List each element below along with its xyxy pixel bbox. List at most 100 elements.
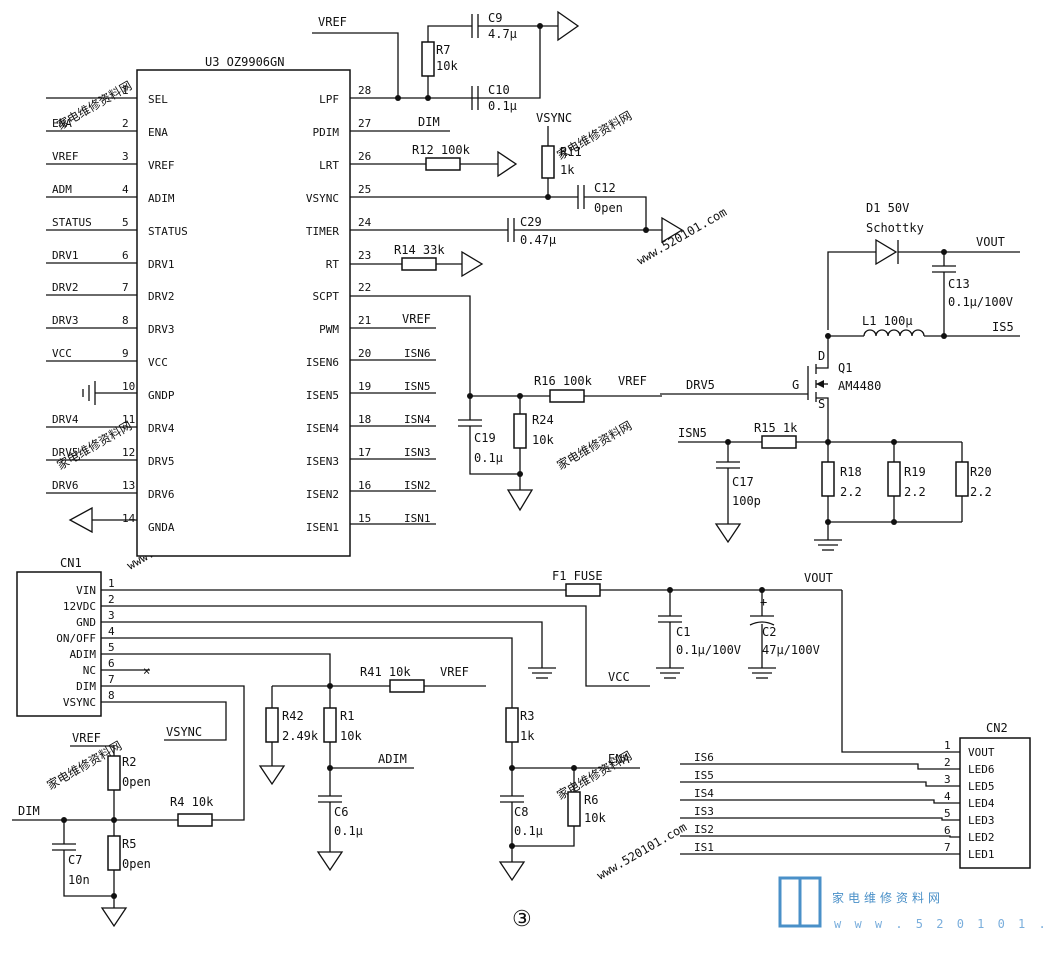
ic-pin-number: 13 (122, 479, 135, 492)
svg-text:1k: 1k (520, 729, 535, 743)
cn2-pin-name: LED3 (968, 814, 995, 827)
cn2-pin-number: 4 (944, 790, 951, 803)
r18-resistor (821, 461, 835, 497)
svg-text:R14 33k: R14 33k (394, 243, 445, 257)
cn1-pin-name: NC (83, 664, 96, 677)
svg-text:0.1μ/100V: 0.1μ/100V (676, 643, 741, 657)
ic-pin-number: 12 (122, 446, 135, 459)
cn2-wire (680, 781, 960, 787)
svg-text:47μ/100V: 47μ/100V (762, 643, 820, 657)
svg-text:R3: R3 (520, 709, 534, 723)
ic-pin-number: 14 (122, 512, 136, 525)
cn2-net-label: IS5 (694, 769, 714, 782)
ic-pin-name: PWM (319, 323, 339, 336)
ic-pin-name: DRV6 (148, 488, 175, 501)
ic-pin-name: VCC (148, 356, 168, 369)
ic-pin-number: 20 (358, 347, 371, 360)
svg-text:Schottky: Schottky (866, 221, 924, 235)
cn2-pin-number: 7 (944, 841, 951, 854)
ic-pin-number: 25 (358, 183, 371, 196)
ic-pin-net: DRV2 (52, 281, 79, 294)
ic-pin-number: 22 (358, 281, 371, 294)
svg-text:2.2: 2.2 (840, 485, 862, 499)
ic-pin-name: ISEN3 (306, 455, 339, 468)
svg-text:0.1μ/100V: 0.1μ/100V (948, 295, 1013, 309)
ic-pin-number: 1 (122, 84, 129, 97)
svg-text:C12: C12 (594, 181, 616, 195)
svg-text:R11: R11 (560, 145, 582, 159)
svg-text:C29: C29 (520, 215, 542, 229)
ground-arrow-icon (506, 489, 534, 512)
ic-pin-name: VREF (148, 159, 175, 172)
r6-resistor (567, 791, 581, 827)
svg-text:2.49k: 2.49k (282, 729, 319, 743)
ic-pin-number: 4 (122, 183, 129, 196)
earth-icon (656, 667, 684, 679)
cn2-pin-name: LED1 (968, 848, 995, 861)
cn1-pin-number: 5 (108, 641, 115, 654)
ic-pin-net: ADM (52, 183, 72, 196)
svg-text:C6: C6 (334, 805, 348, 819)
svg-text:R15 1k: R15 1k (754, 421, 798, 435)
svg-text:DRV5: DRV5 (686, 378, 715, 392)
ic-pin-number: 15 (358, 512, 371, 525)
cn2-pin-number: 5 (944, 807, 951, 820)
ic-body (136, 69, 351, 557)
cn2-wire (680, 835, 960, 838)
svg-text:0.1μ: 0.1μ (488, 99, 517, 113)
cn2-pin-name: VOUT (968, 746, 995, 759)
cn2-net-label: IS2 (694, 823, 714, 836)
r15-resistor (761, 435, 797, 449)
ic-pin-number: 11 (122, 413, 135, 426)
ic-pin-name: STATUS (148, 225, 188, 238)
cn2-wire (680, 817, 960, 821)
cn2-pin-name: LED6 (968, 763, 995, 776)
cn1-pin-number: 2 (108, 593, 115, 606)
net-dim: DIM (418, 115, 440, 129)
ic-pin-name: ISEN1 (306, 521, 339, 534)
figure-number: ③ (512, 907, 532, 932)
svg-text:C13: C13 (948, 277, 970, 291)
watermark-url: www.520101.com (595, 820, 690, 883)
ic-pin-name: ISEN5 (306, 389, 339, 402)
svg-text:4.7μ: 4.7μ (488, 27, 517, 41)
r42-resistor (265, 707, 279, 743)
ic-pin-name: ENA (148, 126, 168, 139)
earth-icon (748, 667, 776, 679)
ic-pin-name: GNDA (148, 521, 175, 534)
ic-pin-net: DRV5 (52, 446, 79, 459)
r24-resistor (513, 413, 527, 449)
svg-text:2.2: 2.2 (904, 485, 926, 499)
ic-pin-name: DRV4 (148, 422, 175, 435)
ground-arrow-icon (557, 10, 580, 42)
ground-arrow-icon (68, 506, 137, 534)
cn2-net-label: IS4 (694, 787, 714, 800)
r1-resistor (323, 707, 337, 743)
cn2-wire (680, 763, 960, 770)
net-vref: VREF (402, 312, 431, 326)
svg-text:R1: R1 (340, 709, 354, 723)
r7-resistor (421, 41, 435, 77)
book-icon (778, 876, 822, 928)
ic-pin-number: 16 (358, 479, 371, 492)
cn2-net-label: IS3 (694, 805, 714, 818)
svg-text:R42: R42 (282, 709, 304, 723)
ground-arrow-icon (661, 216, 684, 244)
ground-arrow-icon (497, 150, 518, 178)
ic-pin-name: ADIM (148, 192, 175, 205)
svg-text:C8: C8 (514, 805, 528, 819)
r19-resistor (887, 461, 901, 497)
cn2-connector (959, 737, 1031, 869)
ic-pin-net: VCC (52, 347, 72, 360)
ic-pin-name: DRV1 (148, 258, 175, 271)
ic-pin-net: ISN5 (404, 380, 431, 393)
cn1-pin-number: 6 (108, 657, 115, 670)
svg-text:0pen: 0pen (122, 857, 151, 871)
ic-pin-net: ISN1 (404, 512, 431, 525)
r12-resistor (425, 157, 461, 171)
svg-text:L1 100μ: L1 100μ (862, 314, 913, 328)
ic-pin-name: ISEN4 (306, 422, 339, 435)
ic-pin-number: 9 (122, 347, 129, 360)
cn1-ref: CN1 (60, 556, 82, 570)
